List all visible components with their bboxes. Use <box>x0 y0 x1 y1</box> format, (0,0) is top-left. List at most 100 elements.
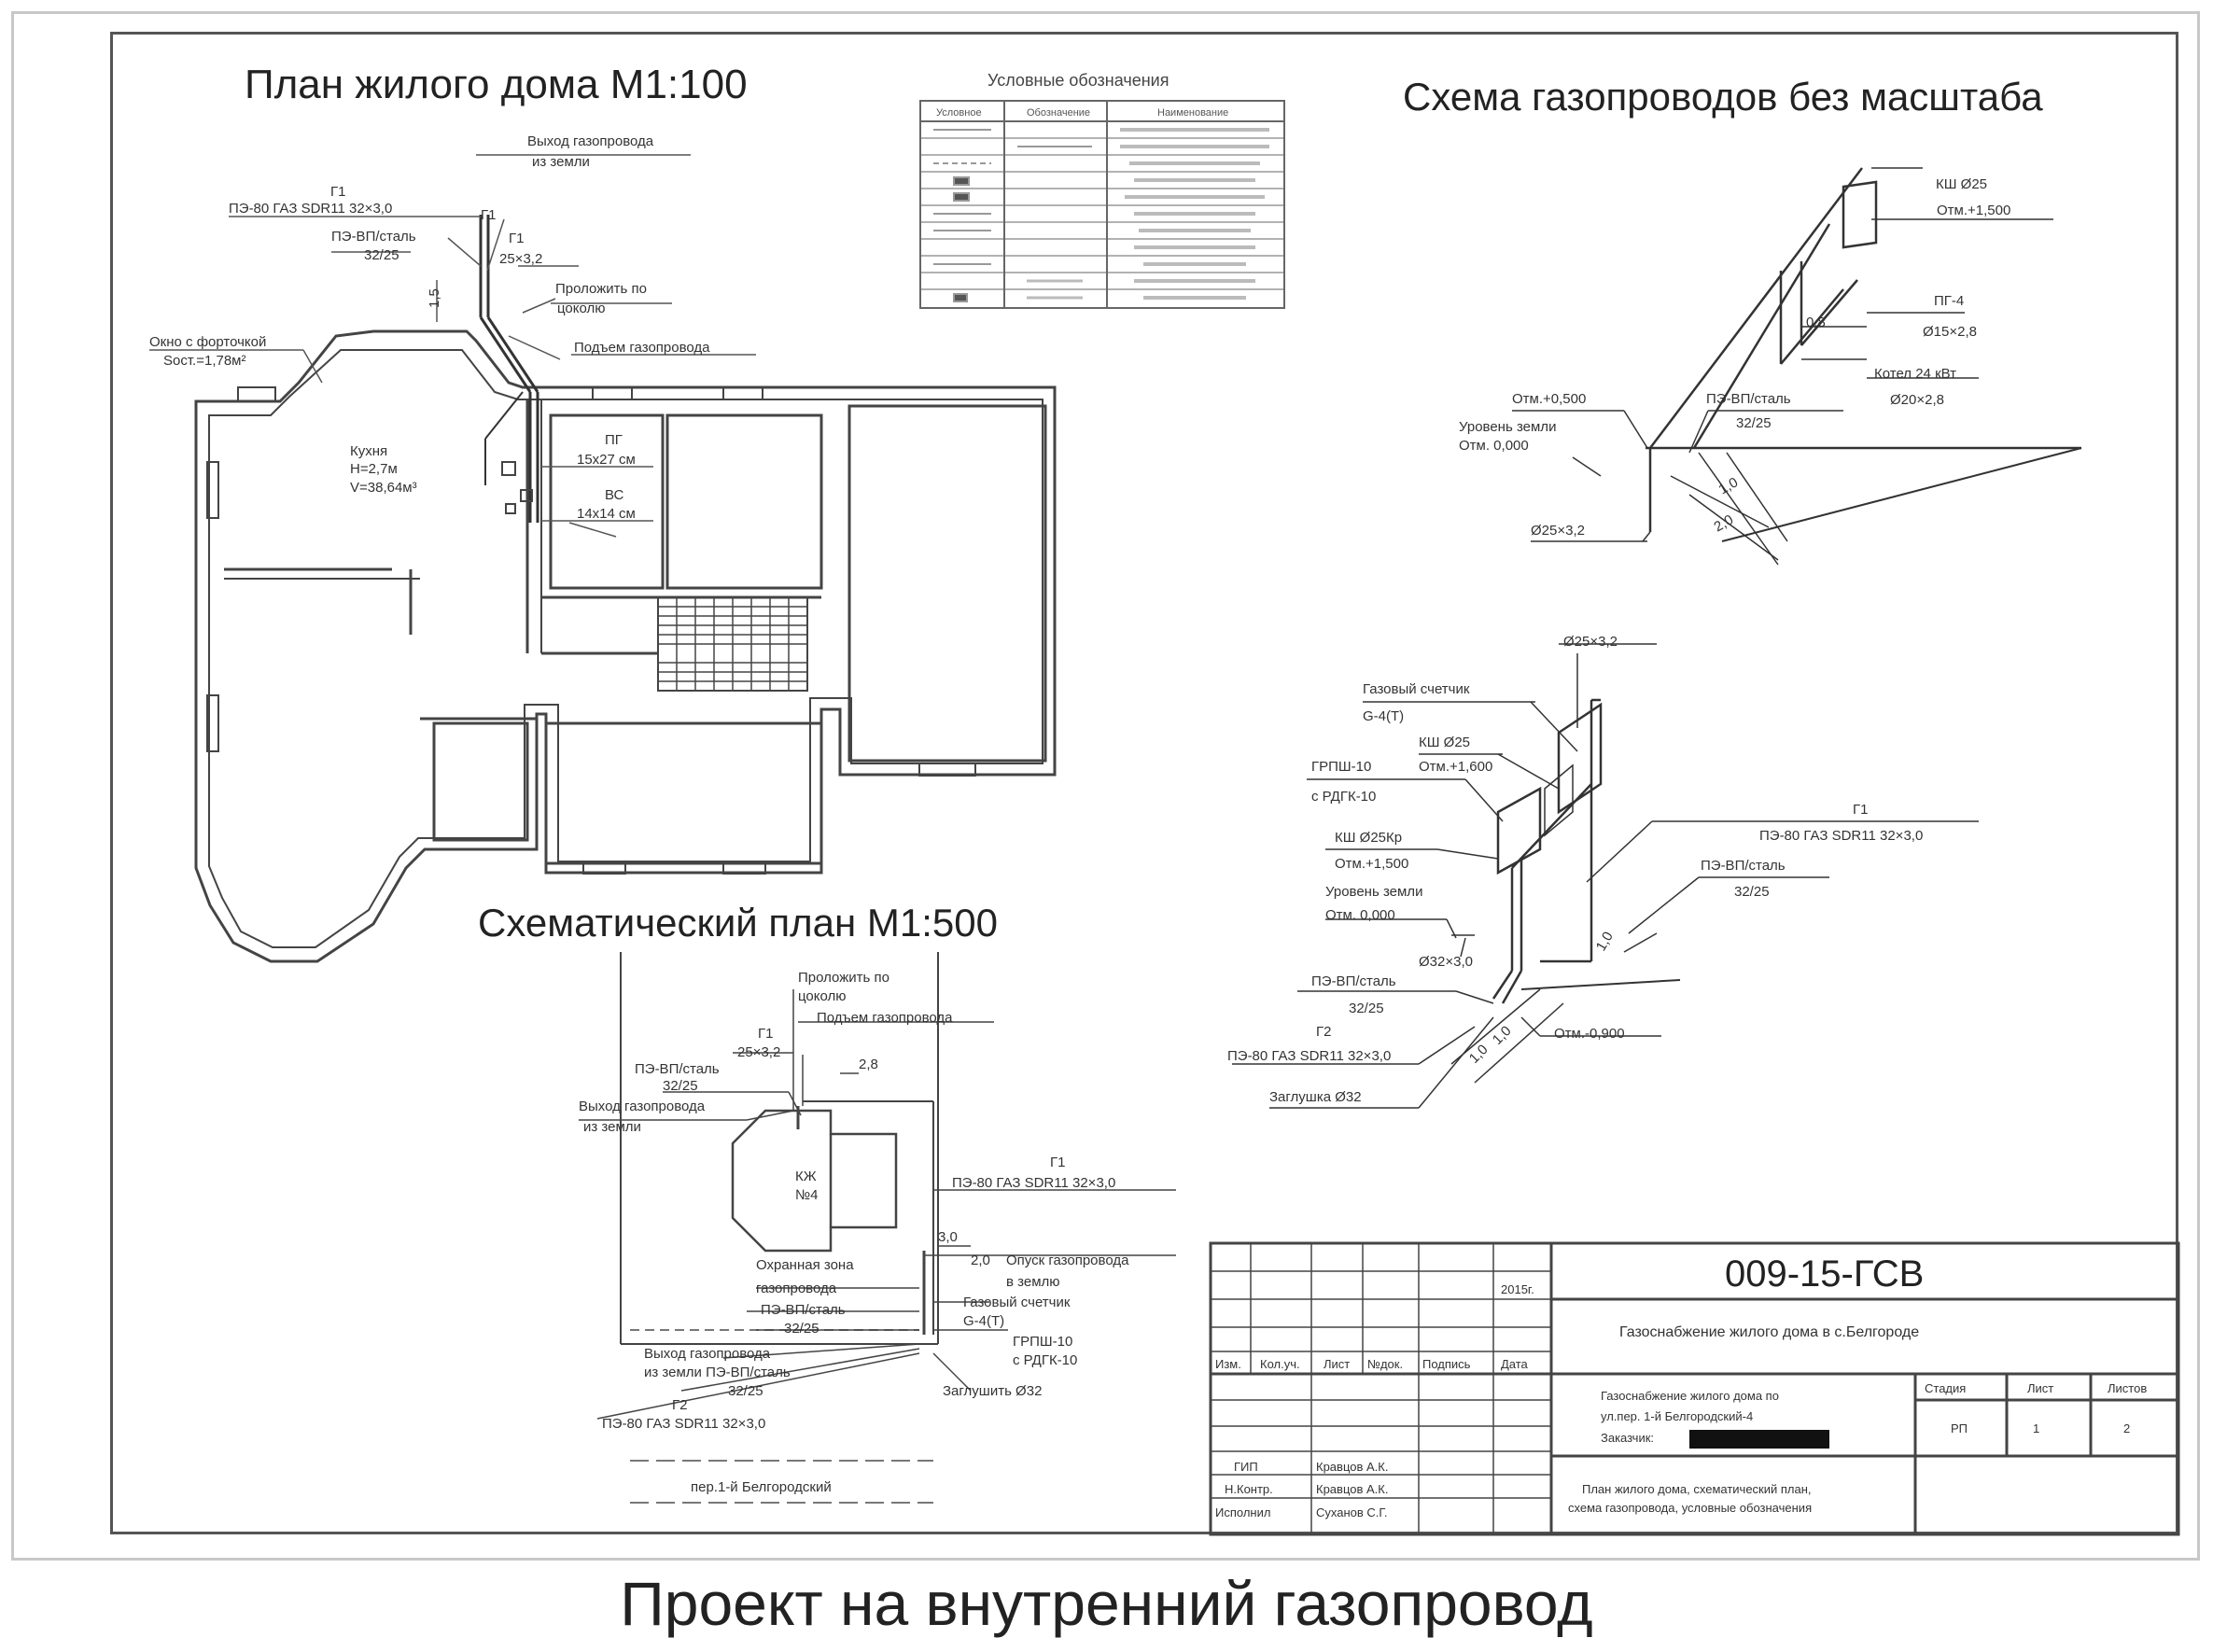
title-block-text: 009-15-ГСВ Газоснабжение жилого дома в с… <box>1215 1253 2147 1519</box>
gs-d1: 1,0 <box>1716 474 1742 497</box>
tb-sheet-header: Лист <box>2027 1381 2053 1395</box>
gs-kshch25-lower: КШ Ø25 <box>1419 735 1470 750</box>
gs-grpsh-elev: Отм.+1,600 <box>1419 759 1492 775</box>
house-plan <box>149 154 1057 963</box>
tb-stage-header: Стадия <box>1925 1381 1966 1395</box>
sp-building: КЖ <box>795 1169 817 1184</box>
gas-scheme-lower-labels: Ø25×3,2 Газовый счетчик G-4(T) КШ Ø25 ГР… <box>1227 634 1923 1105</box>
sp-g1: Г1 <box>1050 1155 1065 1170</box>
tb-col-4: №док. <box>1367 1357 1403 1371</box>
page-caption: Проект на внутренний газопровод <box>620 1569 1593 1638</box>
tb-contents-2: схема газопровода, условные обозначения <box>1568 1501 1812 1515</box>
hp-window: Окно с форточкой <box>149 334 266 350</box>
hp-vk: ВС <box>605 487 624 503</box>
sp-lay-along-2: цоколю <box>798 988 847 1004</box>
tb-name-1: Кравцов А.К. <box>1316 1460 1388 1474</box>
sp-dim2: 2,0 <box>971 1253 990 1268</box>
gs-grpsh-2: с РДГК-10 <box>1311 789 1376 805</box>
tb-contents: План жилого дома, схематический план, <box>1582 1482 1812 1496</box>
sp-pe-steel: ПЭ-ВП/сталь <box>635 1061 720 1077</box>
site-plan-title: Схематический план М1:500 <box>478 901 998 945</box>
gs-steel25: Ø25×3,2 <box>1531 523 1585 539</box>
gs-meter-type: G-4(T) <box>1363 708 1404 724</box>
sp-g1-top: Г1 <box>758 1026 773 1042</box>
gs-meter: Газовый счетчик <box>1363 681 1470 697</box>
gs-g2-pipe: ПЭ-80 ГАЗ SDR11 32×3,0 <box>1227 1048 1391 1064</box>
gs-d4: 1,0 <box>1593 929 1617 954</box>
gas-scheme-upper-labels: КШ Ø25 Отм.+1,500 ПГ-4 Ø15×2,8 Котел 24 … <box>1459 176 2010 539</box>
outer-frame <box>11 11 2200 1561</box>
sp-steel25: 25×3,2 <box>737 1044 780 1060</box>
hp-pg-size: 15х27 см <box>577 452 636 468</box>
gs-pe-steel: ПЭ-ВП/сталь <box>1706 391 1791 407</box>
gs-elev1500-b: Отм.+1,500 <box>1335 856 1408 872</box>
legend-title: Условные обозначения <box>987 71 1169 90</box>
hp-pipe-g1: ПЭ-80 ГАЗ SDR11 32×3,0 <box>229 201 392 217</box>
sp-plug: Заглушить Ø32 <box>943 1383 1042 1399</box>
tb-project: Газоснабжение жилого дома в с.Белгороде <box>1619 1324 1919 1340</box>
tb-sheets: 2 <box>2123 1421 2130 1435</box>
sp-exit-b-2: из земли ПЭ-ВП/сталь <box>644 1365 791 1380</box>
gs-pg4: ПГ-4 <box>1934 293 1964 309</box>
sp-lay-along: Проложить по <box>798 970 889 986</box>
gs-pe-steel-c: ПЭ-ВП/сталь <box>1311 973 1396 989</box>
tb-col-2: Кол.уч. <box>1260 1357 1300 1371</box>
gs-ground: Уровень земли <box>1459 419 1556 435</box>
hp-exit: Выход газопровода <box>527 133 654 149</box>
gs-g2: Г2 <box>1316 1024 1331 1040</box>
tb-role-1: ГИП <box>1234 1460 1258 1474</box>
hp-pg: ПГ <box>605 432 623 448</box>
hp-kitchen: Кухня <box>350 443 387 459</box>
gas-scheme-title: Схема газопроводов без масштаба <box>1403 75 2043 119</box>
sp-descend: Опуск газопровода <box>1006 1253 1129 1268</box>
hp-window-2: Sост.=1,78м² <box>163 353 245 369</box>
sp-street: пер.1-й Белгородский <box>691 1479 832 1495</box>
gs-ground-elev: Отм. 0,000 <box>1459 438 1529 454</box>
tb-code: 009-15-ГСВ <box>1725 1253 1924 1295</box>
tb-sheets-header: Листов <box>2108 1381 2147 1395</box>
hp-kitchen-h: Н=2,7м <box>350 461 398 477</box>
house-plan-labels: Г1 ПЭ-80 ГАЗ SDR11 32×3,0 Г1 ПЭ-ВП/сталь… <box>149 133 710 522</box>
sp-g1-pipe: ПЭ-80 ГАЗ SDR11 32×3,0 <box>952 1175 1115 1191</box>
drawing-border <box>110 32 2178 1534</box>
tb-object-2: ул.пер. 1-й Белгородский-4 <box>1601 1409 1753 1423</box>
gs-pe-steel-size: 32/25 <box>1736 415 1772 431</box>
sp-meter-2: G-4(T) <box>963 1313 1004 1329</box>
gs-d3: 0,8 <box>1806 315 1826 330</box>
hp-pe-size: 32/25 <box>364 247 399 263</box>
gs-elev0500: Отм.+0,500 <box>1512 391 1586 407</box>
hp-exit-2: из земли <box>532 154 590 170</box>
gs-grpsh: ГРПШ-10 <box>1311 759 1371 775</box>
sp-exit: Выход газопровода <box>579 1099 706 1114</box>
hp-dim: 1,5 <box>427 288 442 308</box>
hp-vk-size: 14х14 см <box>577 506 636 522</box>
gs-g1: Г1 <box>1853 802 1868 818</box>
sp-descend-2: в землю <box>1006 1274 1060 1290</box>
gs-ground-elev-b: Отм. 0,000 <box>1325 907 1395 923</box>
sp-pe-size: 32/25 <box>663 1078 698 1094</box>
legend-col-3: Наименование <box>1157 107 1228 119</box>
tb-stage: РП <box>1951 1421 1968 1435</box>
tb-col-1: Изм. <box>1215 1357 1241 1371</box>
hp-g1-label-3: Г1 <box>509 231 524 246</box>
gs-plug: Заглушка Ø32 <box>1269 1089 1362 1105</box>
tb-object-3: Заказчик: <box>1601 1431 1654 1445</box>
sp-building-2: №4 <box>795 1187 818 1203</box>
gs-steel25-lower: Ø25×3,2 <box>1563 634 1618 650</box>
tb-role-2: Н.Контр. <box>1225 1482 1273 1496</box>
title-block <box>1209 1241 2180 1536</box>
gs-boiler-pipe: Ø20×2,8 <box>1890 392 1944 408</box>
sp-dim28: 2,8 <box>859 1057 878 1072</box>
hp-steel-25: 25×3,2 <box>499 251 542 267</box>
gs-pe-steel-b-size: 32/25 <box>1734 884 1770 900</box>
hp-pe-steel: ПЭ-ВП/сталь <box>331 229 416 245</box>
tb-col-5: Подпись <box>1422 1357 1471 1371</box>
hp-lay-along-2: цоколю <box>557 301 606 316</box>
gs-kshch25: КШ Ø25 <box>1936 176 1987 192</box>
site-plan-labels: Проложить по цоколю Подъем газопровода Г… <box>579 970 1129 1495</box>
tb-sheet: 1 <box>2033 1421 2039 1435</box>
legend-col-2: Обозначение <box>1027 107 1090 119</box>
legend-col-1: Условное <box>936 107 982 119</box>
sp-exit-2: из земли <box>583 1119 641 1135</box>
tb-name-2: Кравцов А.К. <box>1316 1482 1388 1496</box>
